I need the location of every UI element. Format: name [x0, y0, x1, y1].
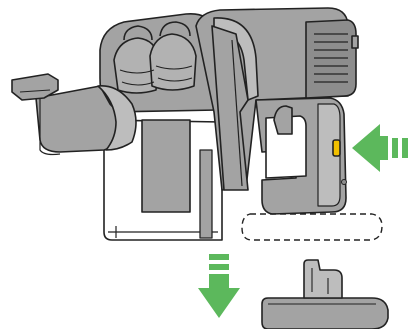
battery-pack-icon — [261, 259, 389, 329]
remove-arrow-down-icon — [198, 254, 240, 318]
cyclone-ridges — [119, 65, 193, 86]
push-arrow-bar-1 — [392, 138, 398, 158]
battery-latch-detail — [311, 268, 329, 294]
trigger — [273, 105, 293, 135]
battery-body — [261, 297, 389, 329]
vacuum-cleaner-icon — [11, 7, 383, 241]
remove-arrow-head — [198, 274, 240, 318]
handle-inner-edge — [231, 39, 243, 187]
cyclone-cone-right — [149, 33, 197, 91]
cyclone-cap-left — [123, 25, 153, 41]
nozzle-tip-slot — [19, 89, 51, 93]
battery-latch — [303, 259, 343, 299]
cyclone-cap-right — [159, 21, 191, 37]
nozzle-collar — [97, 85, 137, 151]
remove-arrow-bar-1 — [209, 254, 229, 260]
nozzle-tip — [11, 73, 59, 101]
battery-release-button-icon — [332, 139, 341, 157]
remove-arrow-bar-2 — [209, 264, 229, 270]
nozzle-outline — [39, 98, 61, 156]
grip-cutout — [265, 115, 307, 179]
grip-pivot — [341, 179, 347, 185]
push-arrow-head — [352, 124, 388, 172]
rear-tab — [351, 35, 359, 49]
grip-front-panel — [317, 103, 341, 207]
battery-slot-outline — [241, 213, 383, 241]
cyclone-column — [141, 119, 191, 213]
push-arrow-bar-2 — [402, 138, 408, 158]
motor-vents — [314, 33, 348, 83]
bin-lower-strip — [199, 149, 213, 239]
push-arrow-left-icon — [352, 124, 408, 172]
motor-housing — [305, 19, 357, 99]
